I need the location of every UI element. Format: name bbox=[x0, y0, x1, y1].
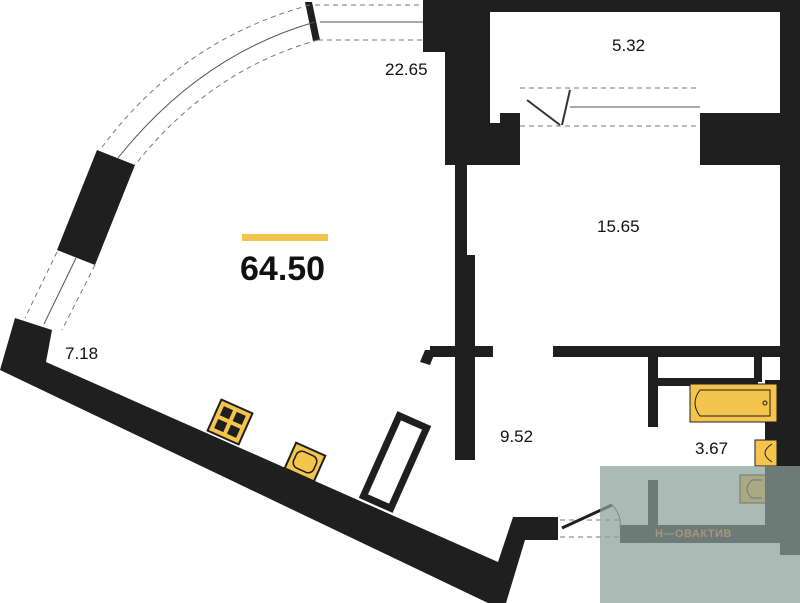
stove-icon bbox=[206, 398, 254, 446]
windows bbox=[24, 4, 700, 538]
watermark-overlay bbox=[600, 466, 800, 603]
kitchen-sink-icon bbox=[283, 441, 327, 483]
total-area-accent-bar bbox=[242, 234, 328, 241]
balcony-door bbox=[526, 89, 571, 126]
room-area-corner: 7.18 bbox=[65, 344, 99, 363]
balcony-floor bbox=[490, 12, 780, 113]
window-glass bbox=[43, 21, 700, 325]
bathtub-icon bbox=[689, 383, 778, 423]
watermark-logo: Н—ОВАКТИВ bbox=[655, 528, 732, 540]
bathroom-sink-icon bbox=[754, 439, 778, 467]
room-area-balcony: 5.32 bbox=[612, 36, 646, 55]
total-area: 64.50 bbox=[240, 250, 326, 288]
room-area-bathroom: 3.67 bbox=[695, 439, 729, 458]
room-area-living: 22.65 bbox=[385, 60, 428, 79]
wardrobe-icon bbox=[358, 411, 432, 513]
room-area-hallway: 9.52 bbox=[500, 427, 534, 446]
room-area-bedroom: 15.65 bbox=[597, 217, 640, 236]
